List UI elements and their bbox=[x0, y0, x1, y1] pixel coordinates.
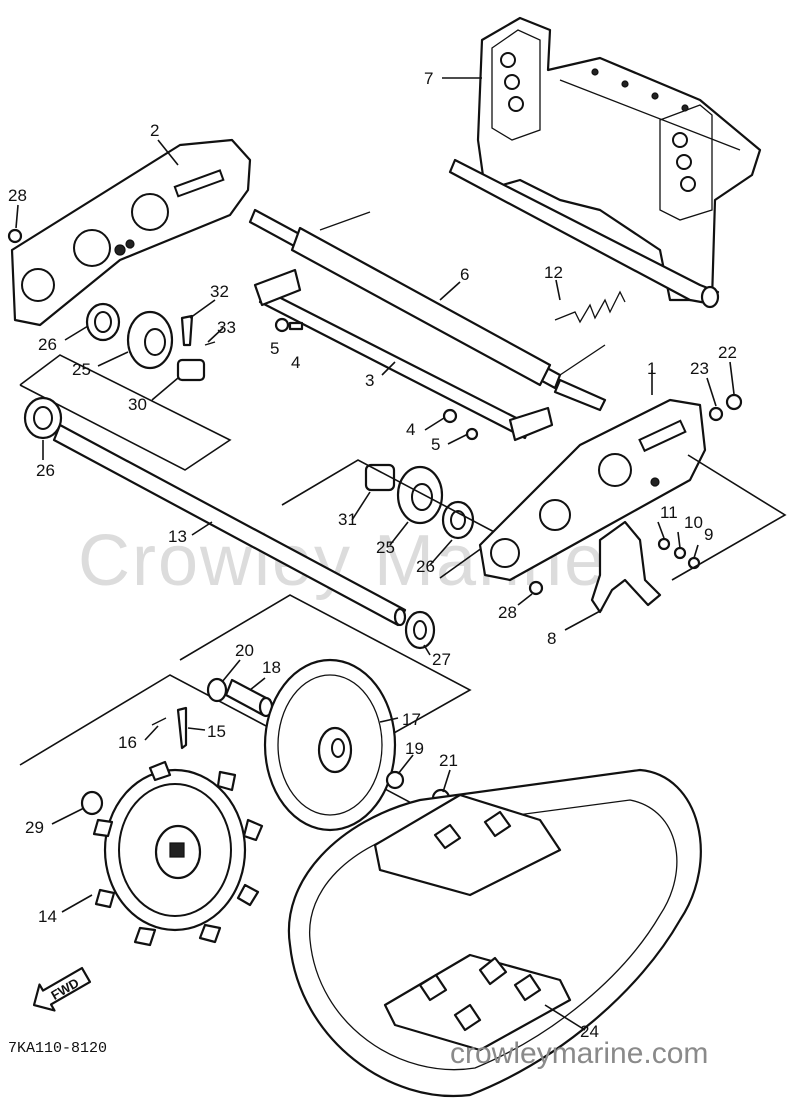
callout-5-b: 5 bbox=[431, 435, 440, 454]
callout-29: 29 bbox=[25, 818, 44, 837]
callout-2: 2 bbox=[150, 121, 159, 140]
group-box-left bbox=[19, 354, 232, 471]
callout-22: 22 bbox=[718, 343, 737, 362]
callout-12: 12 bbox=[544, 263, 563, 282]
callout-21: 21 bbox=[439, 751, 458, 770]
callout-25-b: 25 bbox=[376, 538, 395, 557]
part-28-bolt bbox=[528, 580, 544, 596]
callout-3: 3 bbox=[365, 371, 374, 390]
callout-26-b: 26 bbox=[36, 461, 55, 480]
callout-25-a: 25 bbox=[72, 360, 91, 379]
callout-30: 30 bbox=[128, 395, 147, 414]
callout-6: 6 bbox=[460, 265, 469, 284]
callout-1: 1 bbox=[647, 359, 656, 378]
fwd-arrow-icon: FWD bbox=[32, 966, 92, 1012]
callout-10: 10 bbox=[684, 513, 703, 532]
part-13-axle bbox=[52, 423, 436, 650]
callout-13: 13 bbox=[168, 527, 187, 546]
callout-4-b: 4 bbox=[406, 420, 415, 439]
callout-numbers: 7 2 28 6 12 32 33 26 5 4 25 3 1 23 22 30… bbox=[8, 69, 737, 1041]
part-24-track bbox=[287, 768, 702, 1098]
part-29-nut bbox=[80, 790, 104, 816]
part-8-bracket bbox=[590, 520, 662, 614]
callout-20: 20 bbox=[235, 641, 254, 660]
part-17-wheel bbox=[263, 658, 397, 832]
group-box-lower bbox=[179, 594, 472, 756]
callout-19: 19 bbox=[405, 739, 424, 758]
callout-26-a: 26 bbox=[38, 335, 57, 354]
group-box-center bbox=[281, 459, 502, 579]
callout-5-a: 5 bbox=[270, 339, 279, 358]
site-watermark: crowleymarine.com bbox=[450, 1037, 708, 1070]
leader-lines bbox=[15, 77, 735, 1031]
callout-11: 11 bbox=[660, 503, 678, 522]
part-7-frame bbox=[448, 16, 762, 309]
callout-9: 9 bbox=[704, 525, 713, 544]
callout-28: 28 bbox=[8, 186, 27, 205]
callout-33: 33 bbox=[217, 318, 236, 337]
callout-24: 24 bbox=[580, 1022, 599, 1041]
part-19-washer bbox=[385, 770, 405, 790]
callout-18: 18 bbox=[262, 658, 281, 677]
part-14-sprocket bbox=[92, 760, 264, 947]
callout-31: 31 bbox=[338, 510, 357, 529]
callout-14: 14 bbox=[38, 907, 57, 926]
part-1-right-plate bbox=[478, 398, 707, 582]
part-22-nut bbox=[725, 393, 743, 411]
callout-17: 17 bbox=[402, 710, 421, 729]
part-28-bolt-left bbox=[7, 228, 23, 244]
callout-15: 15 bbox=[207, 722, 226, 741]
part-6-shaft bbox=[248, 208, 607, 412]
callout-7: 7 bbox=[424, 69, 433, 88]
callout-28-b: 28 bbox=[498, 603, 517, 622]
callout-27: 27 bbox=[432, 650, 451, 669]
callout-4-a: 4 bbox=[291, 353, 300, 372]
callout-16: 16 bbox=[118, 733, 137, 752]
part-12-spring bbox=[554, 290, 626, 324]
callout-26-c: 26 bbox=[416, 557, 435, 576]
part-3-shaft bbox=[253, 268, 554, 442]
bolts bbox=[274, 317, 479, 441]
group-box-right bbox=[671, 454, 787, 581]
part-15-pin bbox=[176, 706, 188, 750]
callout-23: 23 bbox=[690, 359, 709, 378]
callout-8: 8 bbox=[547, 629, 556, 648]
part-20-washer bbox=[206, 677, 228, 703]
diagram-code: 7KA110-8120 bbox=[8, 1040, 107, 1057]
left-bearing-cluster bbox=[85, 302, 216, 382]
part-2-left-plate bbox=[10, 138, 252, 327]
part-16-clip bbox=[151, 717, 167, 726]
part-23-washer bbox=[708, 406, 724, 422]
callout-32: 32 bbox=[210, 282, 229, 301]
